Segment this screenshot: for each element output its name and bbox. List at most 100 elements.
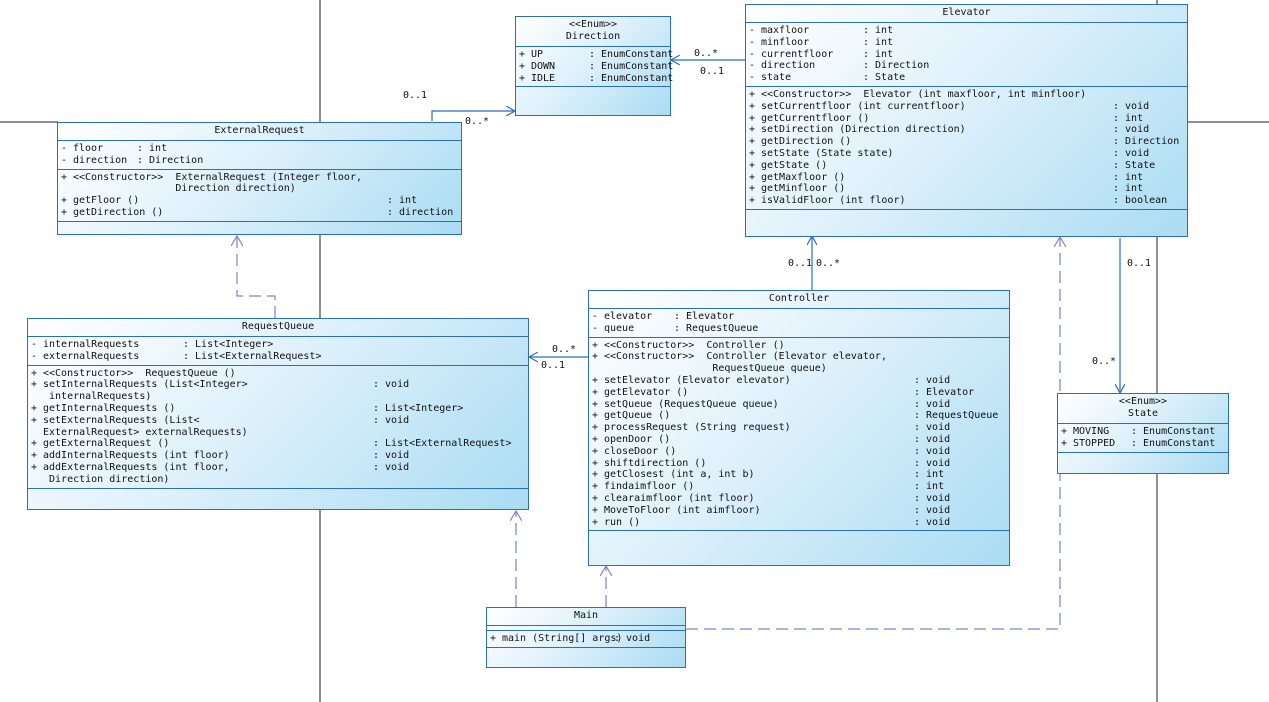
class-name: ExternalRequest [214,125,305,136]
class-header: Controller [589,291,1009,309]
mult-elevator-state-a: 0..1 [1127,258,1152,269]
operation-row[interactable]: +setDirection (Direction direction): voi… [749,124,1184,136]
operation-row[interactable]: +run (): void [592,517,1006,529]
operation-row[interactable]: +getMaxfloor (): int [749,172,1184,184]
attribute-row[interactable]: -queue: RequestQueue [592,323,1006,335]
operation-row[interactable]: +setQueue (RequestQueue queue): void [592,399,1006,411]
visibility-marker: + [519,49,526,60]
class-direction[interactable]: <<Enum>>Direction+UP: EnumConstant+DOWN:… [515,16,673,116]
operation-row[interactable]: +setCurrentfloor (int currentfloor): voi… [749,101,1184,113]
operation-row[interactable]: +getCurrentfloor (): int [749,113,1184,125]
attribute-type: : int [863,48,894,60]
operation-row[interactable]: +addInternalRequests (int floor): void [31,450,525,462]
attribute-row[interactable]: +STOPPED: EnumConstant [1061,438,1225,450]
class-header: <<Enum>>State [1058,394,1228,424]
attribute-name: MOVING [1073,426,1110,437]
operation-row[interactable]: +processRequest (String request): void [592,422,1006,434]
attribute-row[interactable]: -direction: Direction [749,60,1184,72]
operation-row[interactable]: +main (String[] args): void [490,633,682,645]
operation-row[interactable]: +openDoor (): void [592,434,1006,446]
operation-row[interactable]: +<<Constructor>> RequestQueue () [31,368,525,380]
return-type: : void [914,398,951,410]
operation-row[interactable]: +getState (): State [749,160,1184,172]
mult-externalrequest-direction-a: 0..1 [403,90,428,101]
operation-row[interactable]: +<<Constructor>> Controller (Elevator el… [592,351,1006,375]
visibility-marker: + [519,60,526,72]
return-type: : State [1113,159,1156,171]
class-main[interactable]: Main+main (String[] args): void [486,607,686,668]
visibility-marker: + [490,633,497,644]
operation-row[interactable]: +getExternalRequest (): List<ExternalReq… [31,438,525,450]
visibility-marker: + [61,206,68,218]
return-type: : void [1113,124,1150,136]
visibility-marker: + [592,386,599,398]
operation-row[interactable]: +closeDoor (): void [592,446,1006,458]
class-requestqueue[interactable]: RequestQueue-internalRequests: List<Inte… [27,318,529,510]
attribute-name: internalRequests [43,339,140,350]
operation-row[interactable]: +getElevator (): Elevator [592,387,1006,399]
class-state[interactable]: <<Enum>>State + MOVING : EnumConstant+STOPP… [1057,393,1229,474]
return-type: : direction [387,206,454,218]
operation-row[interactable]: +setElevator (Elevator elevator): void [592,375,1006,387]
visibility-marker: + [31,450,38,462]
attribute-name: state [761,72,792,84]
visibility-marker: + [592,516,599,528]
return-type: : void [914,457,951,469]
attributes-compartment: -elevator: Elevator-queue: RequestQueue [589,309,1009,338]
mult-controller-elevator-b: 0..* [816,258,841,269]
operation-row[interactable]: +findaimfloor (): int [592,481,1006,493]
class-externalrequest[interactable]: ExternalRequest -floor: int-direction: Di… [57,122,462,235]
operation-row[interactable]: +<<Constructor>> Controller () [592,340,1006,352]
attribute-row[interactable]: -elevator: Elevator [592,311,1006,323]
attribute-row[interactable]: -state: State [749,72,1184,84]
operation-row[interactable]: +setInternalRequests (List<Integer> inte… [31,379,525,403]
visibility-marker: + [749,147,756,159]
visibility-marker: + [592,492,599,504]
operation-row[interactable]: +MoveToFloor (int aimfloor): void [592,505,1006,517]
class-elevator[interactable]: Elevator-maxfloor: int-minfloor: int-cur… [745,4,1188,237]
operation-row[interactable]: +shiftdirection (): void [592,458,1006,470]
operation-row[interactable]: +addExternalRequests (int floor, Directi… [31,462,525,486]
attribute-name: minfloor [761,36,810,48]
return-type: : void [914,516,951,528]
operation-row[interactable]: +getFloor (): int [61,195,458,207]
visibility-marker: + [1061,437,1068,449]
operation-row[interactable]: +getClosest (int a, int b): int [592,469,1006,481]
operation-row[interactable]: +<<Constructor>> ExternalRequest (Intege… [61,172,458,196]
attribute-type: : EnumConstant [1131,426,1216,437]
operation-row[interactable]: +getQueue (): RequestQueue [592,410,1006,422]
operation-row[interactable]: +setExternalRequests (List< ExternalRequ… [31,415,525,439]
attribute-row[interactable]: -currentfloor: int [749,49,1184,61]
visibility-marker: - [749,36,756,48]
attribute-row[interactable]: -floor: int [61,143,458,155]
operation-row[interactable]: +clearaimfloor (int floor): void [592,493,1006,505]
visibility-marker: + [592,445,599,457]
attribute-type: : Elevator [674,311,735,322]
attribute-row[interactable]: -minfloor: int [749,37,1184,49]
return-type: : void [914,422,951,434]
attribute-row[interactable]: +MOVING: EnumConstant [1061,426,1225,438]
attribute-row[interactable]: +UP: EnumConstant [519,49,673,61]
attribute-row[interactable]: +DOWN: EnumConstant [519,60,673,73]
operation-signature: <<Constructor>> ExternalRequest (Integer… [73,171,362,195]
operation-row[interactable]: +getDirection (): Direction [749,136,1184,148]
operation-row[interactable]: +getMinfloor (): int [749,183,1184,195]
operation-signature: setQueue (RequestQueue queue) [604,398,779,410]
operation-row[interactable]: +<<Constructor>> Elevator (int maxfloor,… [749,89,1184,101]
operation-row[interactable]: +getInternalRequests (): List<Integer> [31,403,525,415]
assoc-externalrequest-direction [431,111,515,121]
return-type: : void [373,450,410,462]
class-controller[interactable]: Controller-elevator: Elevator-queue: Req… [588,290,1010,566]
visibility-marker: - [61,154,68,166]
attribute-row[interactable]: -direction: Direction [61,155,458,167]
attribute-row[interactable]: -internalRequests: List<Integer> [31,339,525,351]
operation-row[interactable]: +getDirection (): direction [61,207,458,219]
attribute-row[interactable]: +IDLE: EnumConstant [519,73,673,85]
visibility-marker: + [592,410,599,422]
operation-signature: addExternalRequests (int floor, Directio… [43,461,230,485]
attribute-type: : Direction [863,60,930,72]
attribute-row[interactable]: -externalRequests: List<ExternalRequest> [31,351,525,363]
operation-row[interactable]: +isValidFloor (int floor): boolean [749,195,1184,207]
attribute-row[interactable]: -maxfloor: int [749,25,1184,37]
operation-row[interactable]: +setState (State state): void [749,148,1184,160]
